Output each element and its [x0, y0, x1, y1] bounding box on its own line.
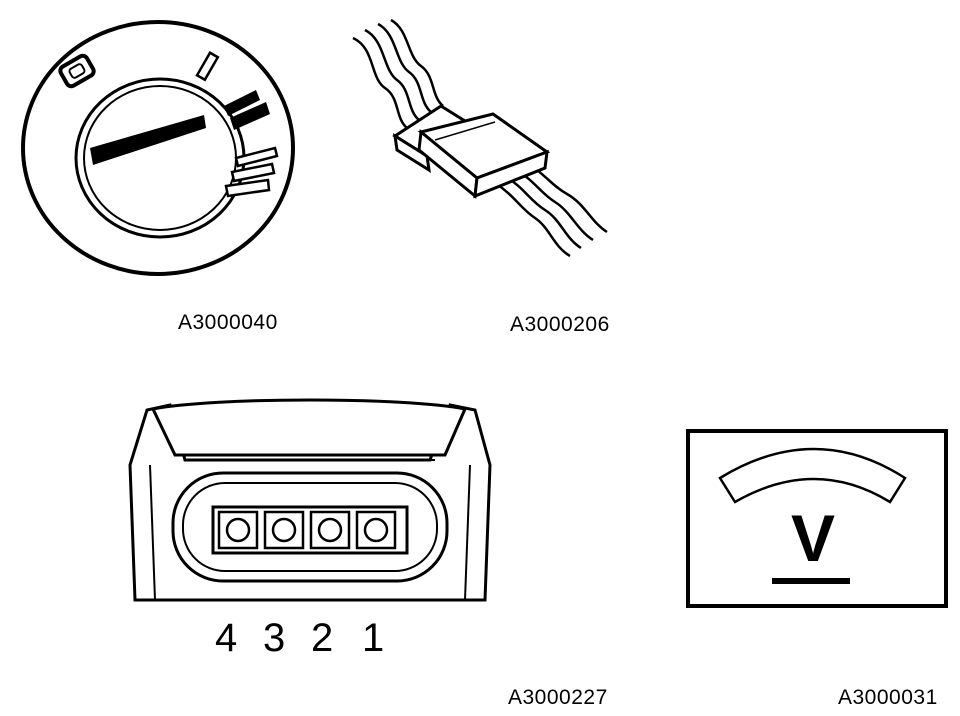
voltmeter-caption: A3000031 [838, 686, 938, 709]
wire-connector-caption: A3000206 [510, 313, 610, 336]
wire-connector-drawing [352, 18, 608, 258]
position-II-marker [224, 90, 270, 130]
voltmeter-scale-arc [718, 447, 907, 504]
voltmeter-figure: V [685, 428, 950, 610]
position-I-marker [195, 51, 220, 82]
ignition-switch-figure [20, 20, 300, 280]
pin-number-1: 1 [362, 616, 385, 660]
pin-number-4: 4 [215, 616, 238, 660]
voltmeter-symbol: V [791, 501, 835, 575]
position-III-marker [224, 146, 279, 198]
voltmeter-drawing: V [686, 429, 948, 608]
pin-1-socket [355, 510, 397, 550]
ignition-switch-caption: A3000040 [178, 311, 278, 334]
voltmeter-dc-bar [772, 578, 850, 584]
connector-face-figure [125, 395, 495, 605]
connector-face-drawing [128, 398, 492, 602]
pin-3-socket [263, 510, 305, 550]
pin-number-2: 2 [311, 616, 334, 660]
wire-connector-figure [345, 18, 615, 273]
position-0-marker [58, 53, 96, 89]
pin-number-3: 3 [263, 616, 286, 660]
pin-2-socket [309, 510, 351, 550]
pin-4-socket [217, 510, 259, 550]
ignition-switch-drawing [21, 20, 295, 276]
connector-face-caption: A3000227 [508, 686, 608, 709]
